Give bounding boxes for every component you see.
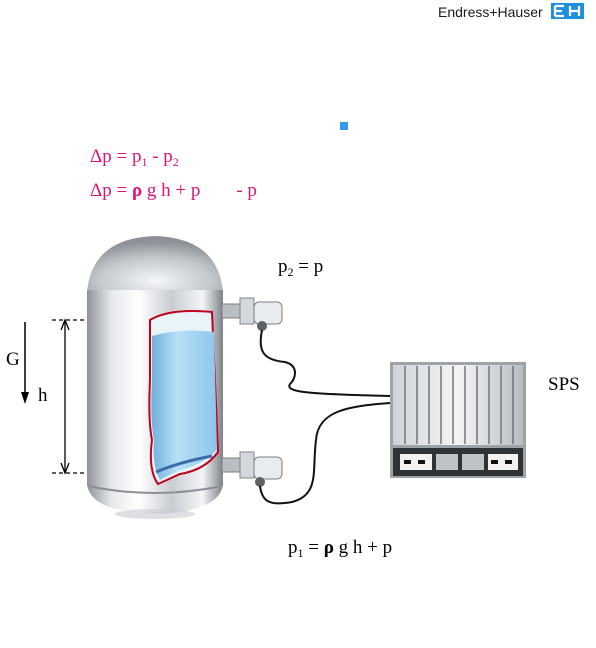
equation-delta-p-hydrostatic: Δp = ρ g h + p- p [90, 180, 257, 201]
sps-controller [390, 362, 526, 478]
gravity-arrow [21, 322, 29, 404]
equation-delta-p-difference: Δp = p1 - p2 [90, 146, 179, 169]
sps-label: SPS [548, 374, 580, 395]
eh-logo-icon [551, 3, 584, 19]
gravity-label: G [6, 349, 20, 370]
tank-sight-glass [148, 310, 220, 486]
height-label: h [38, 385, 48, 406]
p1-label: p1 = ρ g h + p [288, 537, 393, 560]
upper-pressure-transmitter [221, 297, 283, 331]
lower-pressure-transmitter [221, 451, 283, 487]
lower-signal-cable [259, 402, 391, 505]
brand-name: Endress+Hauser [438, 4, 543, 20]
p2-label: p2 = p [278, 256, 324, 279]
height-dimension [52, 318, 84, 475]
upper-signal-cable [259, 329, 391, 397]
slide-bullet [340, 122, 348, 130]
